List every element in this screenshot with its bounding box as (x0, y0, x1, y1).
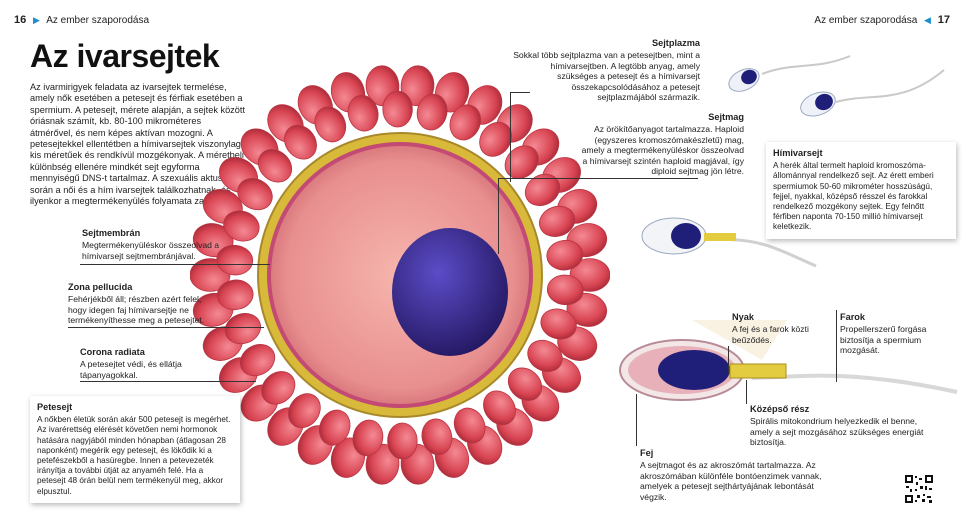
label-sejtplazma-title: Sejtplazma (652, 38, 700, 48)
corona-cell (527, 339, 563, 372)
label-sejtmembran-title: Sejtmembrán (82, 228, 141, 238)
info-box-petesejt: Petesejt A nőkben életük során akár 500 … (30, 396, 240, 503)
corona-cell (504, 145, 539, 179)
label-zona-text: Fehérjékből áll; részben azért felel, ho… (68, 294, 205, 326)
label-corona-text: A petesejtet védi, és ellátja tápanyagok… (80, 359, 182, 380)
leader-line-sejtplazma (510, 92, 511, 182)
box-himivarsejt-title: Hímivarsejt (773, 148, 823, 158)
corona-cell (382, 90, 413, 128)
corona-cell (288, 393, 321, 429)
corona-cell (365, 443, 400, 485)
section-title-left: Az ember szaporodása (46, 15, 150, 26)
corona-cell (352, 419, 384, 457)
corona-cell (524, 173, 561, 207)
label-fej-text: A sejtmagot és az akroszómát tartalmazza… (640, 460, 822, 502)
leader-line-sejtplazma-h (510, 92, 530, 93)
corona-cell (216, 244, 254, 276)
label-fej-title: Fej (640, 448, 654, 458)
label-nyak-title: Nyak (732, 312, 754, 322)
label-farok-text: Propellerszerű forgása biztosítja a sper… (840, 324, 927, 356)
page-title: Az ivarsejtek (30, 38, 220, 74)
label-kozepso-text: Spirális mitokondrium helyezkedik el ben… (750, 416, 924, 448)
label-fej: Fej A sejtmagot és az akroszómát tartalm… (640, 448, 840, 502)
info-box-himivarsejt: Hímivarsejt A herék által termelt haploi… (766, 142, 956, 239)
label-sejtmag-text: Az örökítőanyagot tartalmazza. Haploid (… (581, 124, 744, 177)
corona-cell (421, 418, 453, 456)
header-right: Az ember szaporodása ◀ 17 (814, 14, 950, 26)
label-corona-radiata: Corona radiata A petesejtet védi, és ell… (80, 347, 200, 380)
corona-cell (546, 274, 584, 306)
label-farok-title: Farok (840, 312, 866, 322)
play-arrow-left-icon: ◀ (924, 15, 931, 25)
label-kozepso-title: Középső rész (750, 404, 810, 414)
corona-radiata-cells (190, 65, 610, 485)
label-corona-title: Corona radiata (80, 347, 145, 357)
play-arrow-icon: ▶ (33, 15, 40, 25)
corona-cell (314, 106, 347, 143)
label-sejtmag-title: Sejtmag (708, 112, 744, 122)
corona-cell (224, 313, 261, 345)
corona-cell (540, 308, 577, 340)
corona-cell (483, 390, 516, 426)
corona-cell (318, 409, 351, 446)
corona-cell (261, 371, 296, 405)
corona-cell (539, 205, 576, 237)
corona-cell (347, 94, 379, 132)
box-himivarsejt-text: A herék által termelt haploid kromoszóma… (773, 161, 934, 232)
corona-cell (284, 124, 317, 160)
leader-line-kozepso (746, 380, 747, 404)
section-title-right: Az ember szaporodása (814, 15, 918, 26)
label-sejtmembran-text: Megtermékenyüléskor összeolvad a hímivar… (82, 240, 220, 261)
label-sejtplazma: Sejtplazma Sokkal több sejtplazma van a … (512, 38, 700, 102)
leader-line-fej (636, 394, 637, 446)
corona-cell (449, 104, 482, 141)
label-zona-pellucida: Zona pellucida Fehérjékből áll; részben … (68, 282, 218, 326)
sperm-illustration-small-1 (728, 55, 851, 92)
header-left: 16 ▶ Az ember szaporodása (14, 14, 149, 26)
leader-line-nyak (728, 346, 729, 374)
label-zona-title: Zona pellucida (68, 282, 133, 292)
corona-cell (223, 210, 260, 242)
page-number-left: 16 (14, 14, 27, 26)
label-sejtmag: Sejtmag Az örökítőanyagot tartalmazza. H… (580, 112, 744, 176)
sperm-cross-section (619, 320, 958, 401)
label-nyak: Nyak A fej és a farok közti beűződés. (732, 312, 822, 345)
intro-paragraph: Az ivarmirigyek feladata az ivarsejtek t… (30, 82, 245, 207)
label-kozepso-resz: Középső rész Spirális mitokondrium helye… (750, 404, 940, 448)
corona-cell (416, 93, 448, 131)
corona-cell (400, 65, 435, 107)
leader-line-zona (68, 327, 264, 328)
sperm-illustration-small-2 (800, 69, 945, 117)
corona-cell (387, 422, 418, 460)
corona-cell (507, 367, 543, 401)
leader-line-sejtmag-h (498, 178, 698, 179)
corona-cell (239, 343, 276, 377)
leader-line-corona (80, 381, 256, 382)
sperm-illustration-medium (641, 217, 817, 268)
label-sejtplazma-text: Sokkal több sejtplazma van a petesejtben… (513, 50, 700, 103)
box-petesejt-text: A nőkben életük során akár 500 petesejt … (37, 415, 231, 496)
label-farok: Farok Propellerszerű forgása biztosítja … (840, 312, 950, 356)
corona-cell (257, 149, 293, 183)
qr-code-icon[interactable] (904, 474, 934, 504)
label-sejtmembran: Sejtmembrán Megtermékenyüléskor összeolv… (82, 228, 242, 261)
corona-cell (546, 239, 584, 271)
nucleus (392, 228, 508, 356)
leader-line-farok (836, 310, 837, 382)
corona-cell (237, 178, 273, 211)
corona-cell (453, 407, 486, 444)
label-nyak-text: A fej és a farok közti beűződés. (732, 324, 809, 345)
corona-cell (479, 121, 512, 157)
page-number-right: 17 (937, 14, 950, 26)
box-petesejt-title: Petesejt (37, 402, 73, 412)
leader-line-sejtmembran (80, 264, 270, 265)
leader-line-sejtmag (498, 178, 499, 254)
egg-cell-illustration (190, 65, 610, 485)
corona-cell (216, 279, 254, 311)
